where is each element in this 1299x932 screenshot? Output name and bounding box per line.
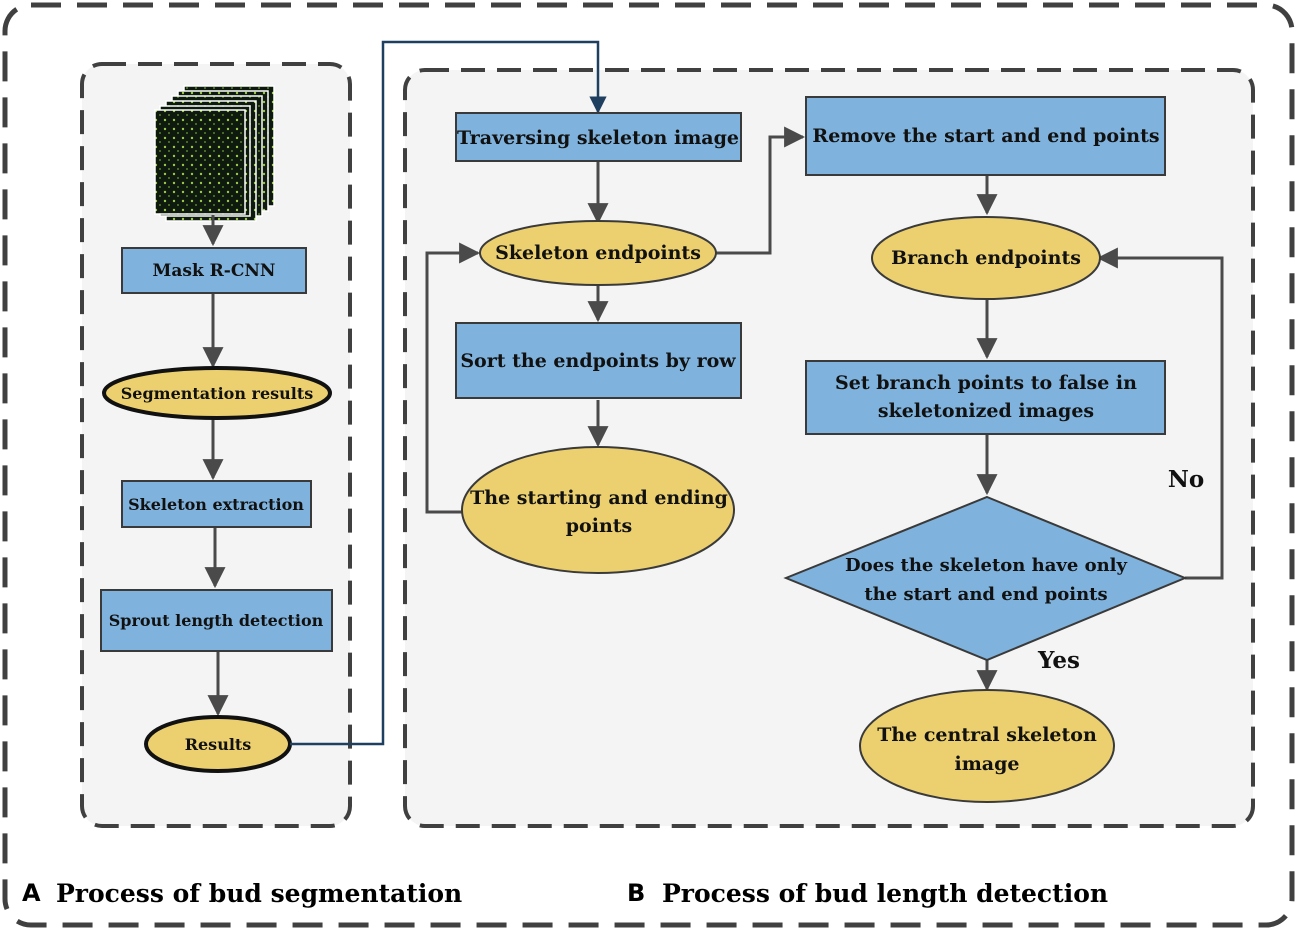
link-arrow-a-to-b [290, 40, 607, 746]
remove-start-end-label: Remove the start and end points [812, 125, 1159, 147]
skeleton-endpoints-ellipse [479, 220, 717, 286]
sort-endpoints-box [455, 322, 742, 399]
starting-ending-label-line2: points [566, 515, 632, 537]
yes-branch-label: Yes [1037, 647, 1080, 674]
segmentation-results-ellipse [102, 366, 332, 420]
skeleton-endpoints-label: Skeleton endpoints [495, 242, 701, 264]
decision-diamond [783, 495, 1188, 662]
caption-a-title: Process of bud segmentation [56, 879, 462, 908]
decision-label-line1: Does the skeleton have only [845, 555, 1127, 576]
mask-rcnn-label: Mask R-CNN [153, 261, 276, 281]
set-branch-label-line1: Set branch points to false in [835, 372, 1137, 394]
panel-b-arrows [425, 126, 1224, 692]
central-skeleton-label-line1: The central skeleton [877, 724, 1097, 746]
panel-a-arrows [202, 215, 229, 717]
mask-rcnn-box [121, 247, 307, 294]
no-branch-label: No [1168, 466, 1204, 493]
skeleton-extraction-box [121, 480, 312, 528]
starting-ending-points-ellipse [461, 446, 735, 574]
central-skeleton-ellipse [859, 689, 1115, 803]
central-skeleton-label-line2: image [954, 753, 1019, 775]
segmentation-results-label: Segmentation results [121, 384, 314, 403]
branch-endpoints-label: Branch endpoints [891, 247, 1081, 269]
decision-label-line2: the start and end points [864, 584, 1107, 605]
sprout-length-detection-label: Sprout length detection [109, 611, 324, 630]
caption-a-letter: A [22, 879, 41, 907]
results-label: Results [185, 735, 252, 754]
traversing-skeleton-label: Traversing skeleton image [457, 127, 739, 149]
remove-start-end-box [805, 96, 1166, 176]
set-branch-label-line2: skeletonized images [878, 400, 1094, 422]
starting-ending-label-line1: The starting and ending [470, 487, 728, 509]
sort-endpoints-label: Sort the endpoints by row [460, 350, 736, 372]
panel-b-frame [403, 68, 1255, 828]
stacked-crop-images-icon [154, 85, 275, 222]
traversing-skeleton-box [455, 112, 742, 162]
caption-b-letter: B [627, 879, 645, 907]
set-branch-points-box [805, 360, 1166, 435]
skeleton-extraction-label: Skeleton extraction [128, 495, 304, 514]
branch-endpoints-ellipse [871, 216, 1101, 300]
caption-b-title: Process of bud length detection [662, 879, 1108, 908]
sprout-length-detection-box [100, 589, 333, 652]
